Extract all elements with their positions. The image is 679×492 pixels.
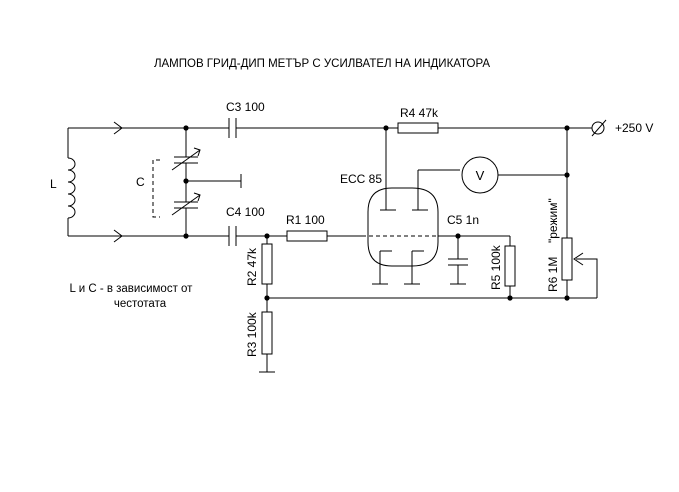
note-line-1: L и C - в зависимост от [70, 283, 194, 295]
supply-label: +250 V [615, 121, 653, 135]
resistor-r1 [286, 230, 362, 242]
input-connector-bottom [68, 229, 186, 243]
r3-label: R3 100k [245, 311, 259, 357]
c5-label: C5 1n [447, 213, 479, 227]
meter-v [461, 156, 567, 194]
potentiometer-r6 [561, 237, 598, 298]
diagram-title: ЛАМПОВ ГРИД-ДИП МЕТЪР С УСИЛВАТЕЛ НА ИНД… [154, 58, 490, 70]
resistor-r5 [504, 236, 516, 298]
coil-l [67, 128, 76, 236]
junction-dots [183, 125, 570, 301]
coil-label: L [50, 177, 57, 191]
input-connector-top [68, 121, 186, 135]
capacitor-c4 [186, 226, 287, 246]
tube-label: ECC 85 [340, 172, 382, 186]
resistor-r4 [386, 122, 567, 134]
capacitor-c-label: C [136, 175, 145, 189]
c4-label: C4 100 [226, 205, 265, 219]
r1-label: R1 100 [286, 213, 325, 227]
resistor-r3 [259, 311, 275, 373]
tube-ecc85 [362, 128, 510, 285]
r6-label: R6 1M [546, 257, 560, 292]
note-line-2: честотата [114, 298, 167, 310]
supply-terminal [567, 119, 607, 137]
variable-capacitor-c [152, 128, 242, 236]
r2-label: R2 47k [245, 247, 259, 286]
capacitor-c3 [186, 118, 386, 138]
mode-label: "режим" [546, 198, 560, 243]
r4-label: R4 47k [400, 106, 439, 120]
resistor-r2 [261, 236, 273, 312]
c3-label: C3 100 [226, 100, 265, 114]
capacitor-c5 [448, 236, 468, 285]
r5-label: R5 100k [489, 244, 503, 290]
meter-label: V [476, 168, 485, 183]
